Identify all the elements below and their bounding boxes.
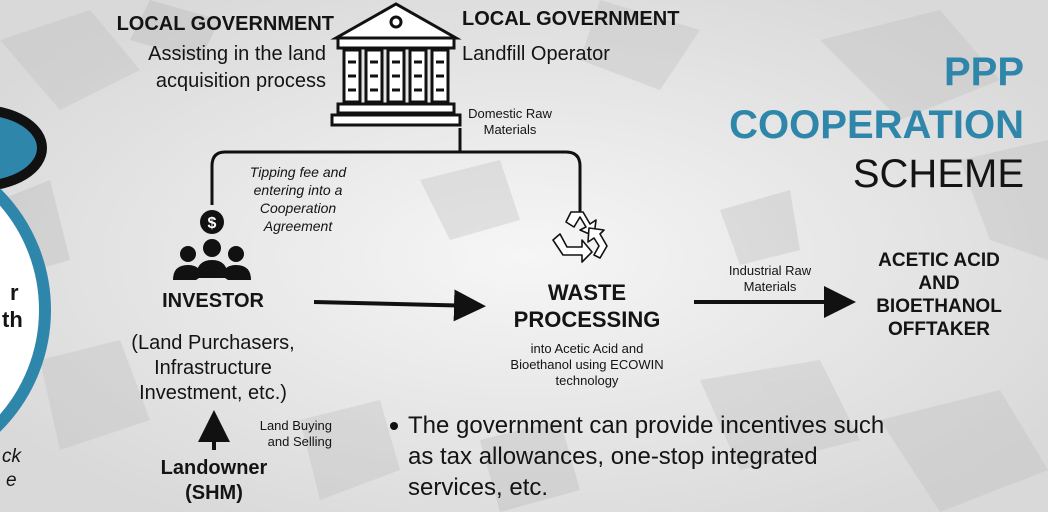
waste-desc-line3: technology xyxy=(555,373,619,388)
svg-text:$: $ xyxy=(208,215,217,232)
local-gov-left-title: LOCAL GOVERNMENT xyxy=(116,13,334,35)
industrial-raw-line2: Materials xyxy=(743,279,797,294)
left-oval-partial xyxy=(0,106,47,190)
land-trade-line2: and Selling xyxy=(267,434,332,449)
scheme-title-scheme: SCHEME xyxy=(852,152,1024,196)
left-partial-text-3: ck xyxy=(2,446,21,467)
waste-desc-line1: into Acetic Acid and xyxy=(530,341,644,356)
bullet-dot xyxy=(390,422,398,430)
waste-desc-line2: Bioethanol using ECOWIN xyxy=(510,357,664,372)
offtaker-line2: AND xyxy=(918,273,960,294)
offtaker-line3: BIOETHANOL xyxy=(876,296,1002,317)
bullet-text-line1: The government can provide incentives su… xyxy=(408,412,885,439)
gov-to-waste-line xyxy=(460,150,582,212)
tipping-line4: Agreement xyxy=(263,218,333,234)
offtaker-line1: ACETIC ACID xyxy=(878,250,1000,271)
tipping-line1: Tipping fee and xyxy=(249,164,347,180)
tipping-line3: Cooperation xyxy=(259,200,337,216)
tipping-line2: entering into a xyxy=(253,182,343,198)
investor-line2: Infrastructure xyxy=(154,357,272,379)
left-partial-text-2: th xyxy=(2,307,23,332)
local-gov-right-subtitle: Landfill Operator xyxy=(462,43,610,65)
investor-to-waste-arrow xyxy=(313,289,486,322)
bullet-text-line2: as tax allowances, one-stop integrated xyxy=(408,443,818,470)
investor-title: INVESTOR xyxy=(162,290,264,312)
offtaker-line4: OFFTAKER xyxy=(887,319,991,340)
government-building-icon xyxy=(330,2,462,127)
left-circle-partial xyxy=(0,188,51,432)
investor-line1: (Land Purchasers, xyxy=(131,332,295,354)
waste-title-line1: WASTE xyxy=(547,280,627,305)
local-gov-right-title: LOCAL GOVERNMENT xyxy=(462,8,680,30)
landowner-line1: Landowner xyxy=(160,457,268,479)
domestic-raw-line1: Domestic Raw xyxy=(468,106,552,121)
left-partial-text-1: r xyxy=(10,280,19,305)
local-gov-left-line1: Assisting in the land xyxy=(148,43,326,65)
industrial-raw-line1: Industrial Raw xyxy=(728,263,812,278)
gov-to-investor-line xyxy=(210,128,462,205)
bullet-text-line3: services, etc. xyxy=(408,474,549,501)
scheme-title-cooperation: COOPERATION xyxy=(729,103,1024,147)
local-gov-left-line2: acquisition process xyxy=(155,70,326,92)
left-partial-text-4: e xyxy=(6,470,17,491)
waste-title-line2: PROCESSING xyxy=(513,307,661,332)
landowner-line2: (SHM) xyxy=(185,482,243,504)
scheme-title-ppp: PPP xyxy=(943,50,1024,94)
investor-group-dollar-icon: $ xyxy=(173,210,251,280)
recycle-icon xyxy=(552,211,608,263)
domestic-raw-line2: Materials xyxy=(483,122,537,137)
investor-line3: Investment, etc.) xyxy=(139,382,287,404)
land-trade-line1: Land Buying xyxy=(259,418,332,433)
